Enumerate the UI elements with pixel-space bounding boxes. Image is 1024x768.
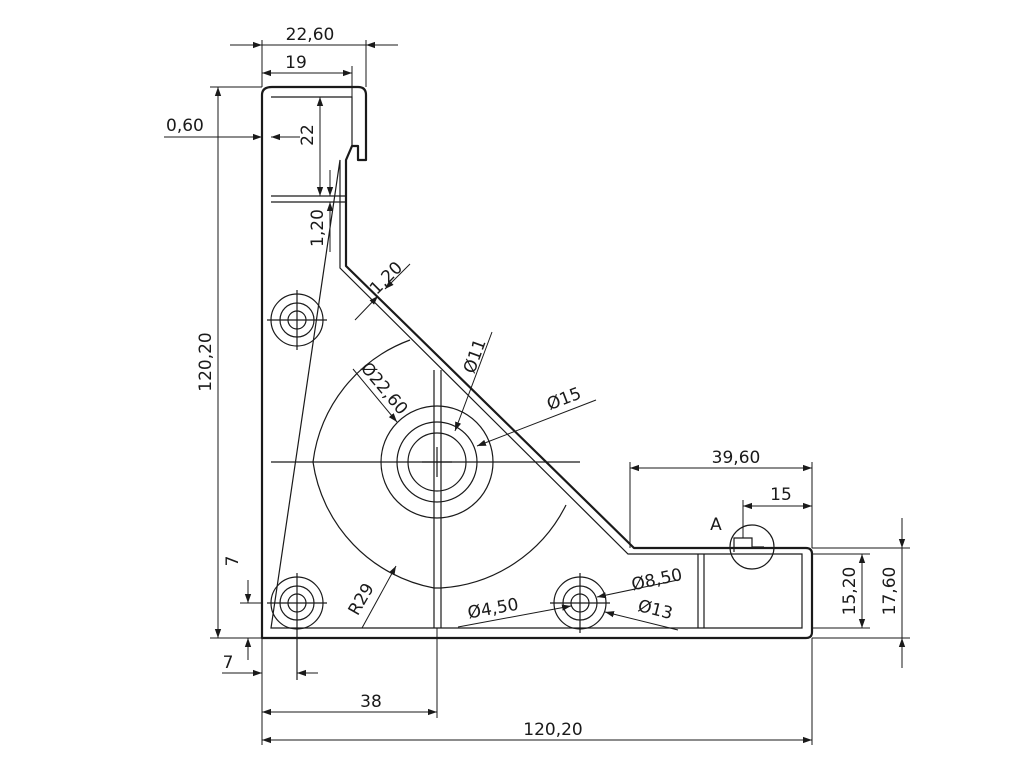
dim-detail-15-label: 15	[770, 485, 792, 505]
detail-a-circle	[729, 524, 775, 570]
dimension-labels: 22,60 19 0,60 22 1,20 1,20 120,20 Ø22,60…	[166, 25, 900, 740]
dim-right-run-label: 39,60	[712, 448, 761, 468]
dim-corner-radius-label: R29	[345, 580, 379, 619]
dim-top-depth-label: 22	[298, 124, 318, 146]
part-outline	[260, 85, 814, 640]
dim-offset-y-label: 7	[223, 556, 243, 567]
detail-a-label: A	[710, 515, 722, 535]
dim-hole-15-label: Ø15	[544, 384, 584, 415]
dim-bottom-width-label: 120,20	[523, 720, 582, 740]
dim-left-height-label: 120,20	[196, 332, 216, 391]
dim-hole-85-label: Ø8,50	[630, 565, 684, 595]
hole-bottom-right	[550, 573, 610, 633]
central-boss	[312, 339, 567, 589]
dimensions	[164, 40, 910, 745]
boss-outer-ring	[380, 405, 494, 519]
dim-foot-152-label: 15,20	[840, 567, 860, 616]
dim-hole-45-label: Ø4,50	[466, 595, 520, 624]
dim-rib-label: 1,20	[308, 209, 328, 247]
detail-a-step	[733, 537, 764, 552]
dim-top-inner-label: 19	[285, 53, 307, 73]
hole-top-left	[267, 290, 327, 350]
dim-hole-11-label: Ø11	[460, 336, 491, 376]
dim-outer-ring-label: Ø22,60	[356, 359, 411, 419]
dim-hole-13-label: Ø13	[636, 596, 675, 624]
dim-wall-label: 0,60	[166, 116, 204, 136]
hole-bottom-left	[267, 573, 327, 680]
outer-profile	[260, 85, 814, 640]
boss-middle-ring	[396, 421, 478, 503]
detail-a	[729, 524, 775, 570]
dim-top-width-label: 22,60	[286, 25, 335, 45]
dim-offset-x-label: 7	[223, 653, 234, 673]
boss-inner-ring	[407, 432, 467, 492]
dim-foot-176-label: 17,60	[880, 567, 900, 616]
dim-center-x-label: 38	[360, 692, 382, 712]
boss-arc	[312, 339, 567, 589]
